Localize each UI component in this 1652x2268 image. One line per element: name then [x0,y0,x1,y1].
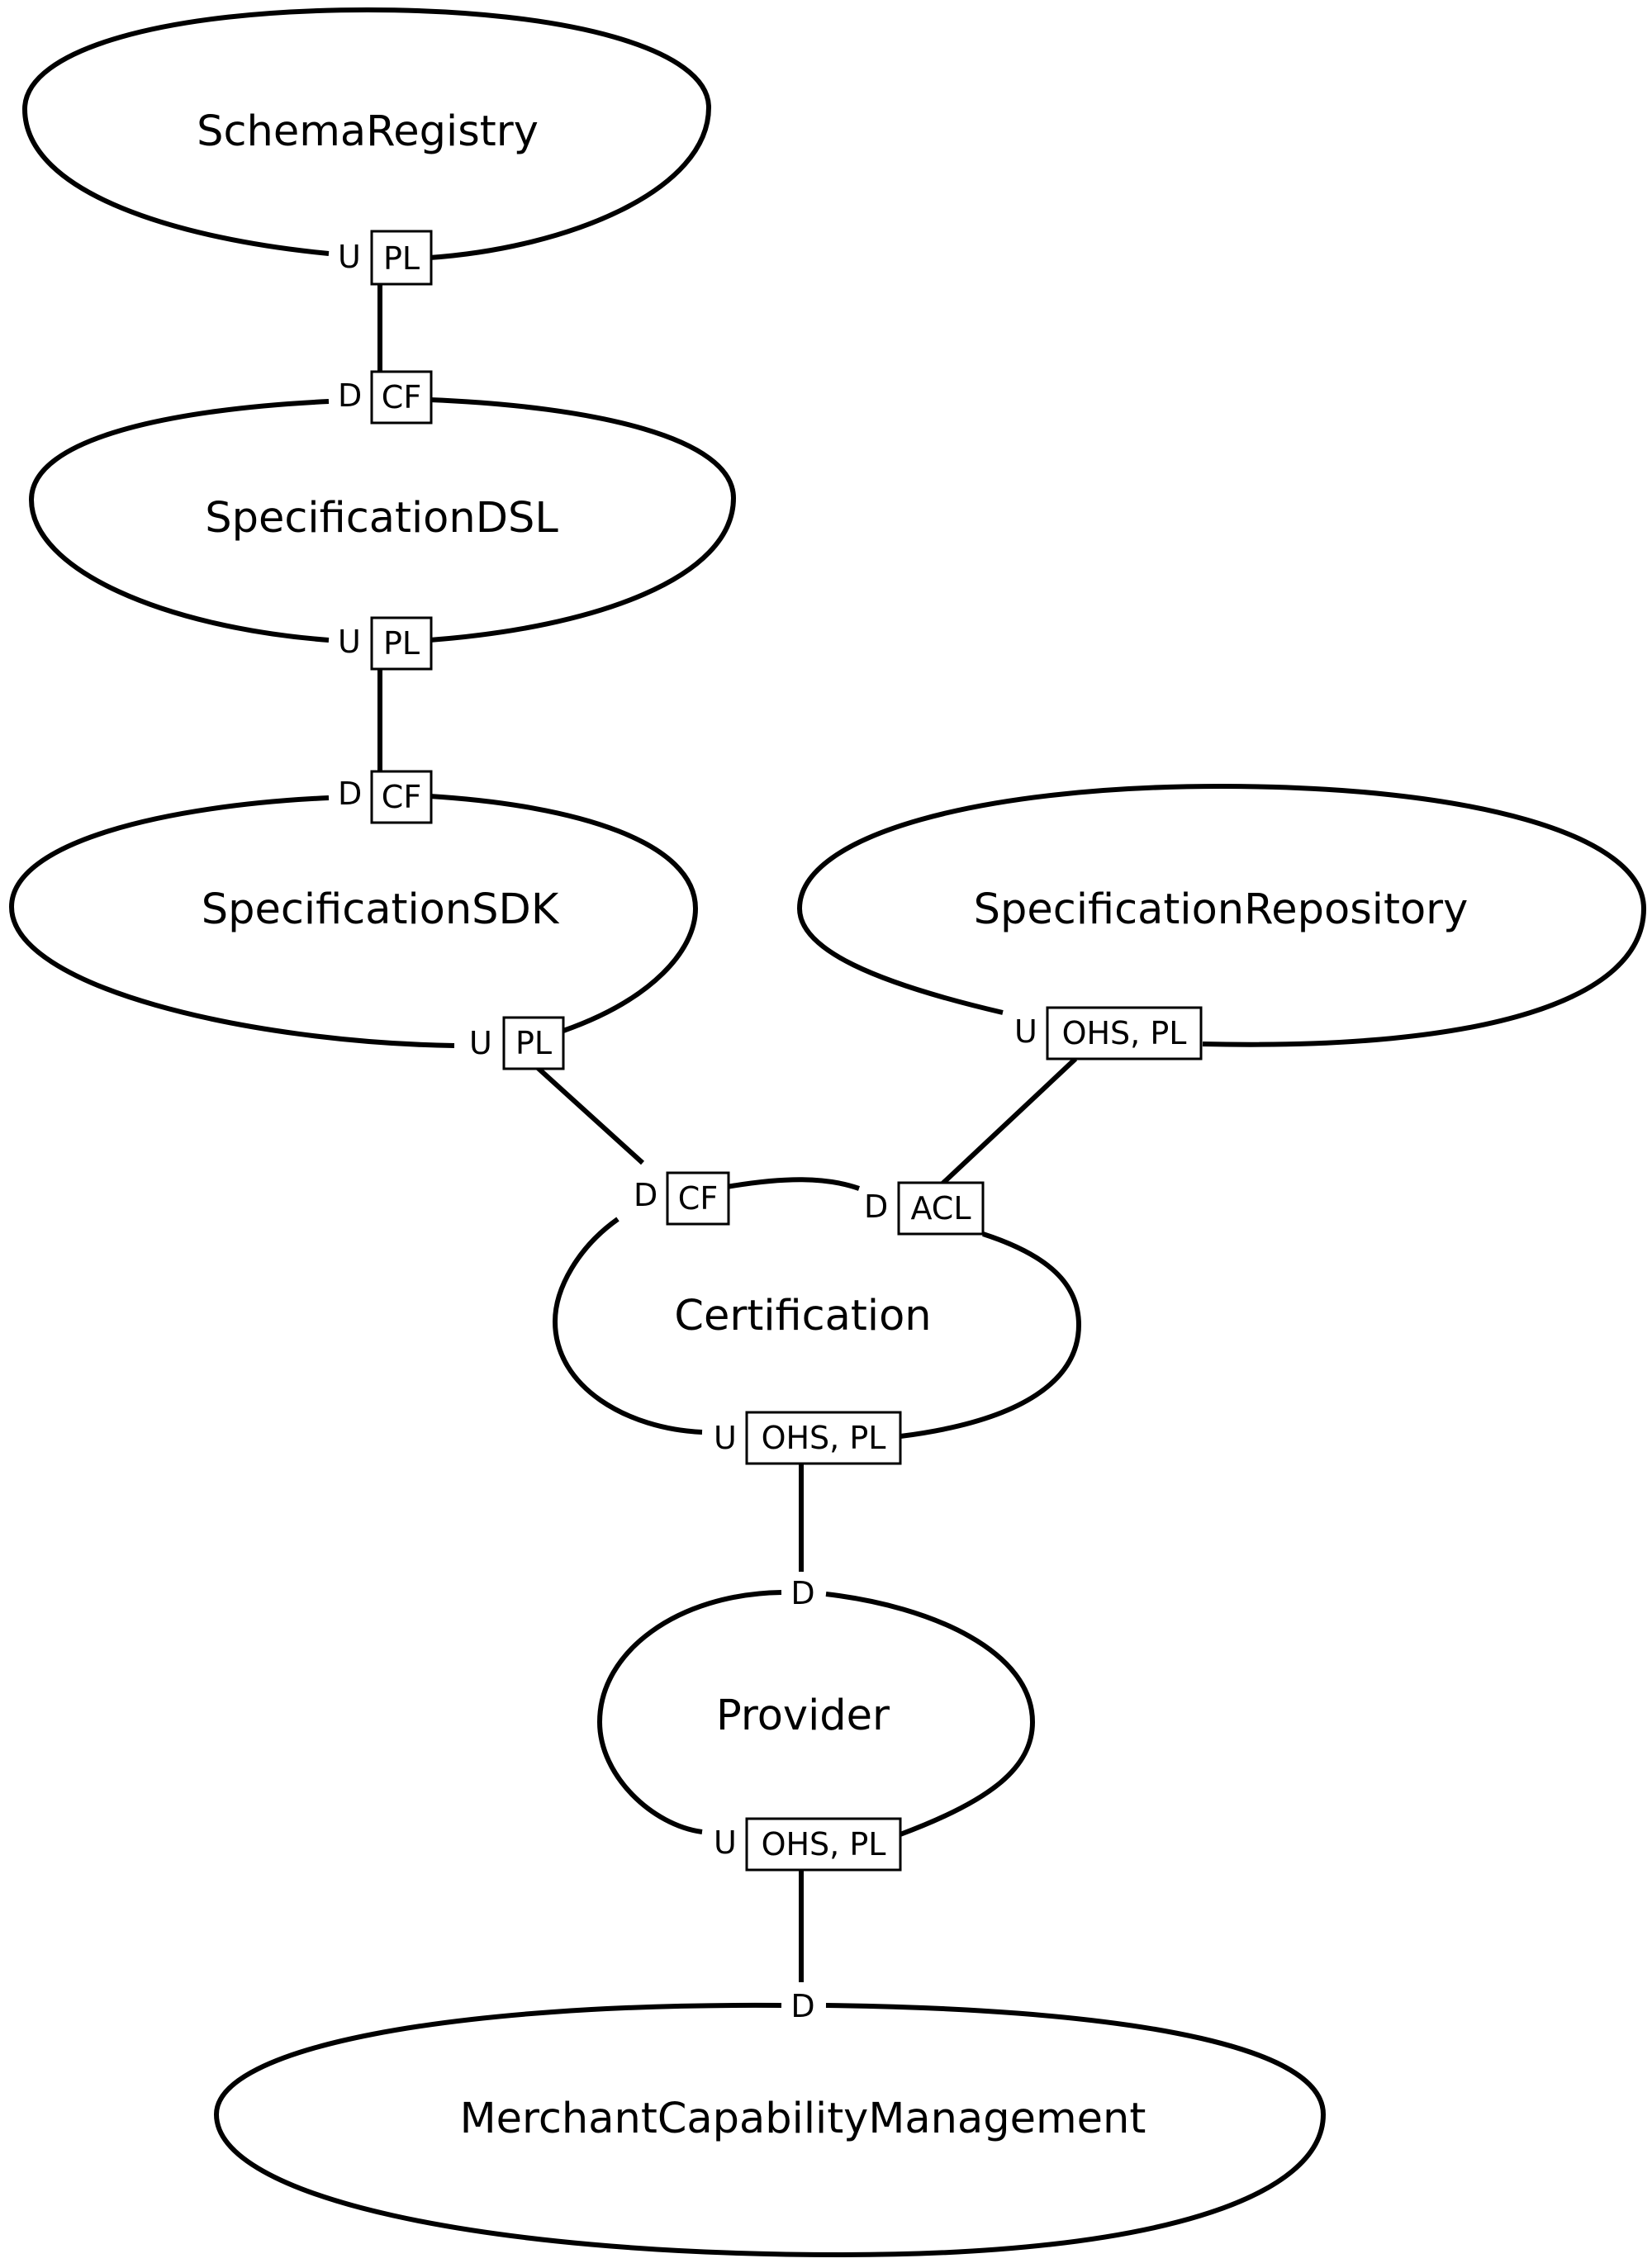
context-outline [213,2002,1327,2258]
downstream-port: D CF [338,770,433,824]
context-label: Certification [674,1292,931,1340]
upstream-role-marker: U [338,239,361,275]
pattern-box [370,770,433,824]
upstream-port: U OHS, PL [1014,1006,1203,1060]
upstream-port: U OHS, PL [714,1817,902,1872]
downstream-port: D ACL [864,1181,985,1236]
pattern-box [370,230,433,286]
context-outline [596,1590,1036,1837]
edge-specificationsdk-certification [534,1065,645,1165]
pattern-label: CF [678,1180,718,1217]
downstream-port: D [790,1575,814,1611]
context-outline [8,794,699,1048]
context-specification-repository[interactable]: SpecificationRepository [796,783,1647,1047]
pattern-label: CF [382,379,421,415]
downstream-port: D CF [338,370,433,425]
pattern-label: OHS, PL [762,1420,886,1456]
pattern-box [666,1171,730,1226]
context-label: Provider [716,1692,890,1740]
pattern-label: CF [382,779,421,815]
context-outline [552,1217,703,1435]
downstream-role-marker: D [790,1575,814,1611]
pattern-label: ACL [910,1190,971,1227]
pattern-label: OHS, PL [762,1826,886,1862]
context-certification[interactable]: Certification [552,1177,1082,1439]
context-label: SpecificationSDK [202,885,560,934]
context-specification-dsl[interactable]: SpecificationDSL [28,397,737,643]
pattern-label: PL [383,240,420,277]
context-provider[interactable]: Provider [596,1590,1036,1837]
pattern-box [1046,1006,1203,1060]
context-outline [726,1177,860,1191]
upstream-port: U PL [469,1016,565,1070]
upstream-role-marker: U [469,1025,492,1061]
downstream-role-marker: D [338,776,362,812]
upstream-port: U OHS, PL [714,1411,902,1465]
upstream-role-marker: U [714,1420,737,1456]
upstream-role-marker: U [338,624,361,660]
pattern-box [897,1181,985,1236]
context-outline [796,783,1647,1047]
upstream-port: U PL [338,616,433,671]
context-merchant-capability-management[interactable]: MerchantCapabilityManagement [213,2002,1327,2258]
downstream-port: D CF [634,1171,730,1226]
downstream-role-marker: D [790,1988,814,2024]
context-outline [28,397,737,643]
downstream-role-marker: D [634,1177,657,1213]
upstream-role-marker: U [714,1824,737,1861]
context-outline [21,7,712,260]
upstream-port: U PL [338,230,433,286]
pattern-label: PL [383,625,420,662]
upstream-role-marker: U [1014,1013,1037,1050]
pattern-box [745,1411,902,1465]
pattern-label: PL [515,1025,552,1061]
pattern-box [370,370,433,425]
context-schema-registry[interactable]: SchemaRegistry [21,7,712,260]
context-label: SpecificationRepository [974,885,1469,934]
context-label: SchemaRegistry [197,107,539,156]
pattern-box [745,1817,902,1872]
pattern-label: OHS, PL [1062,1015,1187,1051]
context-label: SpecificationDSL [205,494,558,543]
downstream-role-marker: D [338,377,362,414]
context-label: MerchantCapabilityManagement [460,2095,1146,2143]
pattern-box [502,1016,565,1070]
context-specification-sdk[interactable]: SpecificationSDK [8,794,699,1048]
downstream-port: D [790,1988,814,2024]
pattern-box [370,616,433,671]
edge-specificationrepository-certification [939,1056,1078,1187]
context-outline [900,1231,1082,1439]
downstream-role-marker: D [864,1189,888,1225]
